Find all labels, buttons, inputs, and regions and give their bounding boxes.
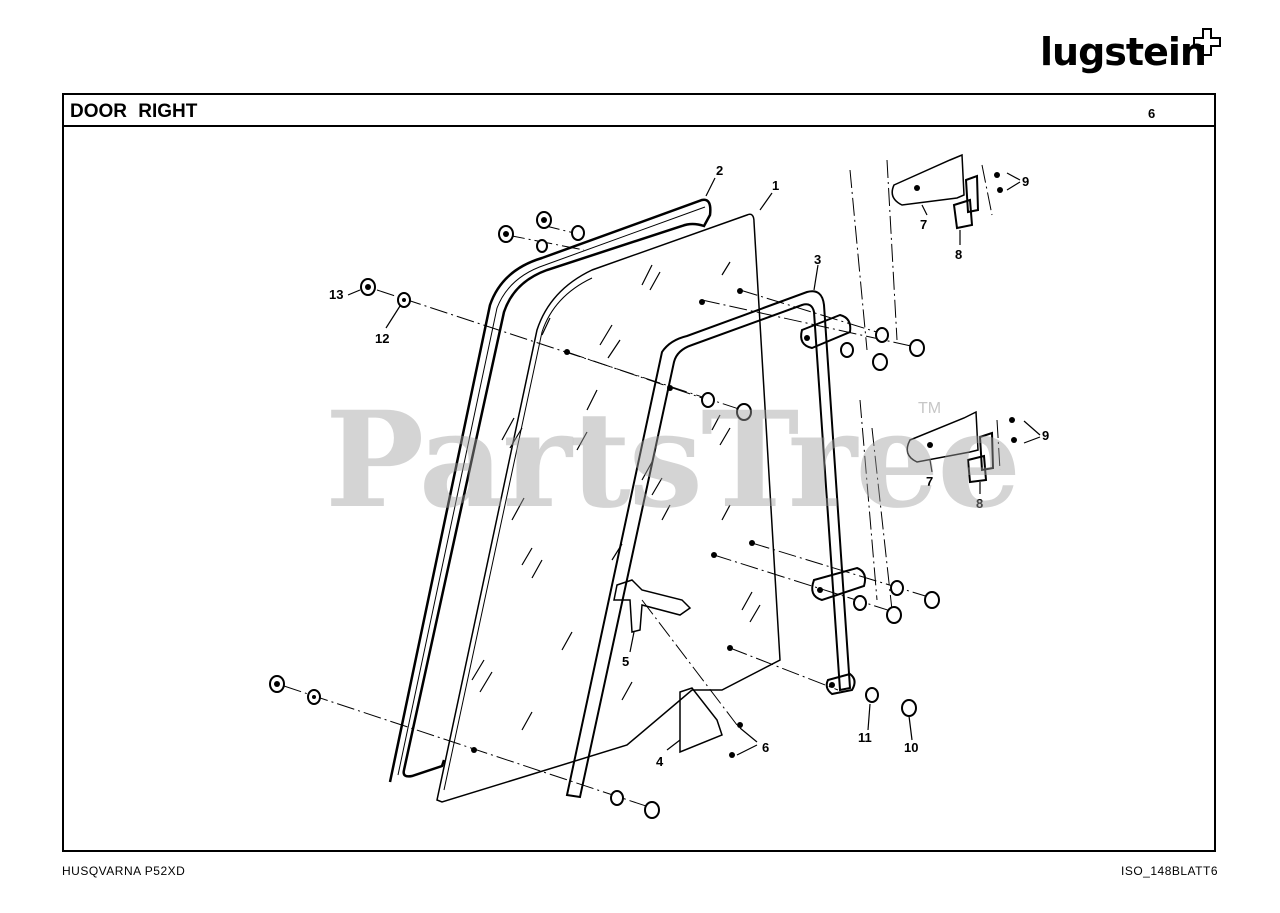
exploded-door-drawing: 2 1 3 13 12 9 9 7 8 7 8 5 4 6 11 10 — [269, 153, 1049, 819]
door-handle — [613, 579, 692, 633]
door-frame-tube — [565, 290, 852, 799]
callout-4: 4 — [656, 754, 664, 769]
callout-8-lower: 8 — [976, 496, 983, 511]
callout-6: 6 — [762, 740, 769, 755]
callout-5: 5 — [622, 654, 629, 669]
lock-bracket — [679, 687, 723, 754]
lugstein-logo: lugstein — [1040, 28, 1230, 88]
footer-model: HUSQVARNA P52XD — [62, 864, 186, 878]
callout-12: 12 — [375, 331, 389, 346]
callout-7-lower: 7 — [926, 474, 933, 489]
door-seal — [388, 198, 712, 783]
trademark-mark: TM — [918, 400, 942, 417]
callout-3: 3 — [814, 252, 821, 267]
plus-icon — [1193, 28, 1221, 56]
hinge-upper — [891, 153, 965, 206]
title-bar: DOOR RIGHT 6 — [64, 95, 1214, 127]
footer-doc-code: ISO_148BLATT6 — [1121, 864, 1218, 878]
page-number: 6 — [1148, 106, 1156, 121]
callout-1: 1 — [772, 178, 779, 193]
callout-10: 10 — [904, 740, 918, 755]
diagram-frame: DOOR RIGHT 6 — [62, 93, 1216, 852]
page-title: DOOR RIGHT — [70, 101, 198, 122]
callout-11: 11 — [858, 730, 872, 745]
callout-7-upper: 7 — [920, 217, 927, 232]
callout-2: 2 — [716, 163, 723, 178]
callout-8-upper: 8 — [955, 247, 962, 262]
callout-13: 13 — [329, 287, 343, 302]
hinge-lower — [906, 410, 979, 463]
logo-text: lugstein — [1040, 30, 1207, 74]
callout-9-lower: 9 — [1042, 428, 1049, 443]
door-glass — [436, 213, 781, 803]
callout-9-upper: 9 — [1022, 174, 1029, 189]
